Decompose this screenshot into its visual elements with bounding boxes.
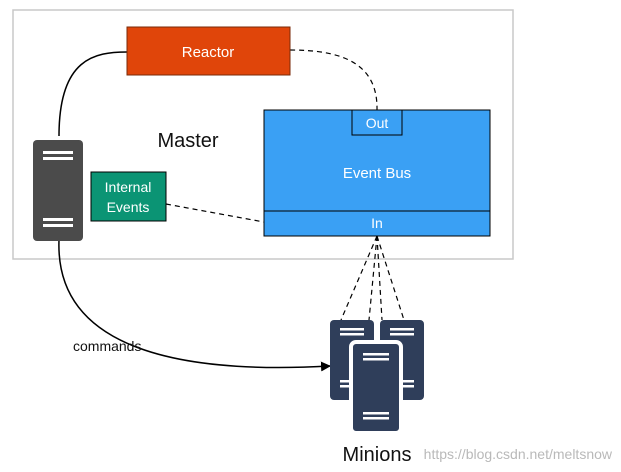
server-to-reactor-line [58, 51, 128, 137]
internal-events-label-line1: Internal [105, 179, 152, 195]
watermark-text: https://blog.csdn.net/meltsnow [424, 446, 613, 462]
out-label: Out [366, 115, 389, 131]
commands-arrow [58, 239, 331, 372]
minions-label: Minions [343, 444, 412, 466]
server-cluster-icon [330, 320, 424, 435]
master-boundary [12, 9, 514, 260]
internal-events-to-in-dashed-line [165, 203, 265, 223]
reactor-label: Reactor [182, 44, 235, 61]
out-port [351, 109, 403, 136]
in-label: In [371, 215, 383, 231]
server-tower-icon [33, 140, 83, 241]
reactor-node: Reactor [126, 26, 291, 76]
master-label: Master [157, 130, 218, 152]
internal-events-node: Internal Events [90, 171, 167, 222]
commands-label: commands [73, 338, 141, 354]
event-bus-node: Out Event Bus In [263, 109, 491, 237]
event-bus-label: Event Bus [343, 165, 411, 182]
minion-server-front-icon [349, 340, 403, 435]
in-to-minions-dashed-lines [340, 235, 405, 321]
internal-events-label-line2: Events [107, 199, 150, 215]
reactor-to-out-dashed-line [289, 49, 378, 111]
